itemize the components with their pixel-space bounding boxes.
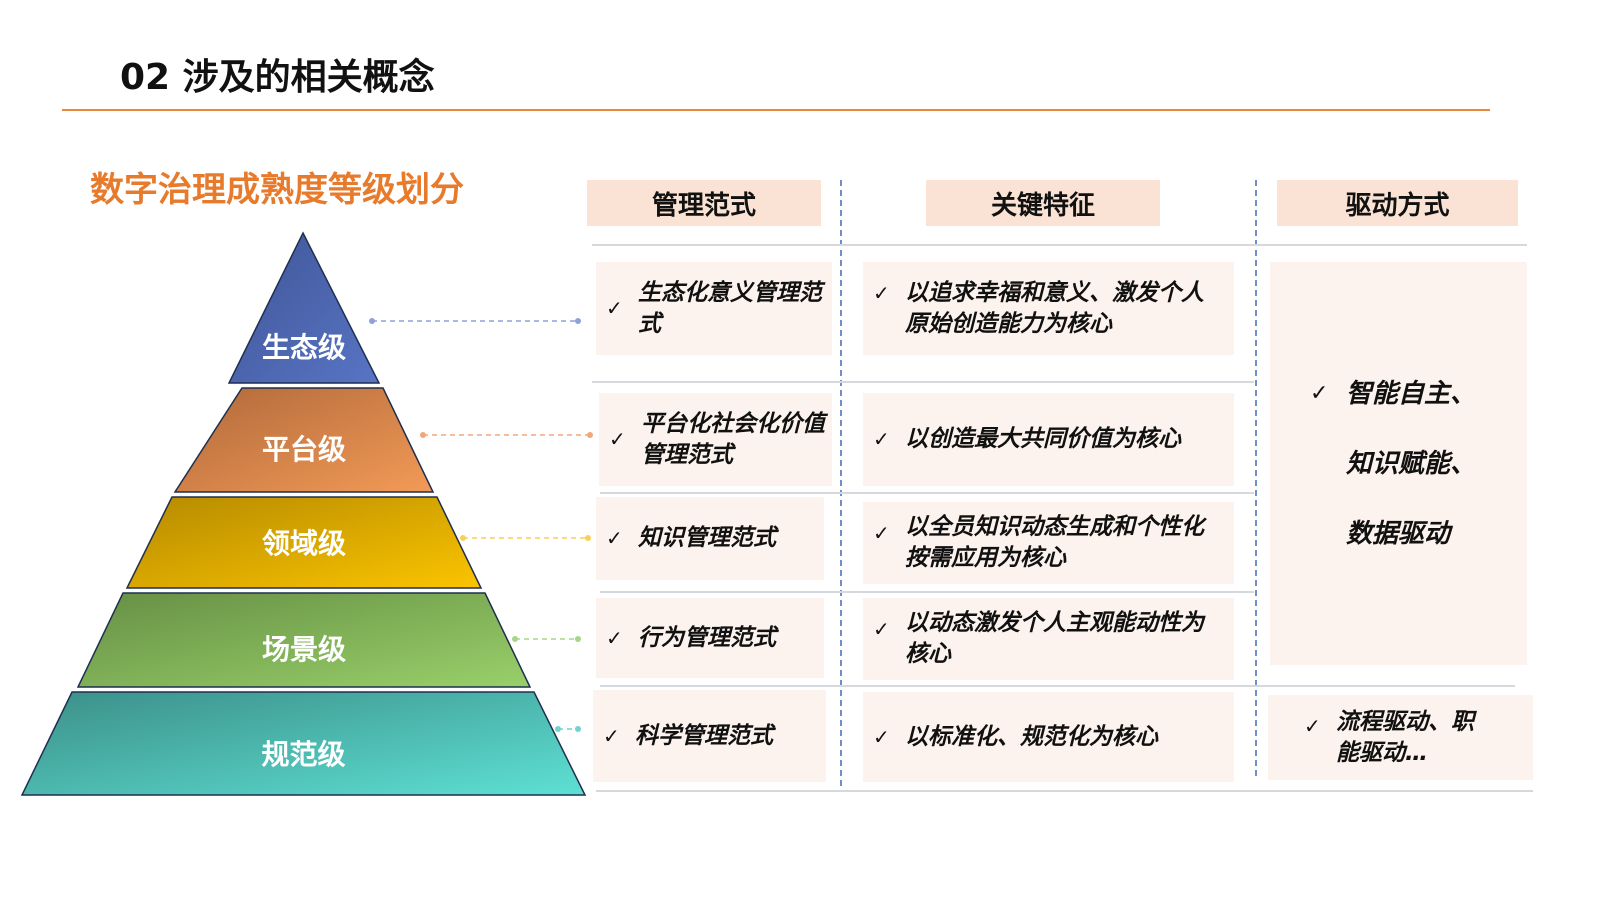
paradigm-cell-text: 科学管理范式 (635, 722, 773, 749)
pyramid-tier-label: 平台级 (262, 433, 346, 466)
feature-cell: ✓ 以追求幸福和意义、激发个人原始创造能力为核心 (863, 262, 1234, 355)
column-header-drivers: 驱动方式 (1277, 180, 1518, 226)
paradigm-cell-text: 生态化意义管理范式 (638, 279, 822, 337)
pyramid-tier (125, 496, 483, 589)
connector-dot (369, 318, 375, 324)
row-divider (592, 381, 1254, 383)
driver-cell-upper: ✓ 智能自主、 知识赋能、 数据驱动 (1270, 262, 1527, 665)
title-divider (62, 109, 1490, 111)
column-divider (840, 180, 842, 786)
driver-text: 知识赋能、 (1346, 448, 1477, 479)
driver-text: 数据驱动 (1346, 518, 1451, 549)
driver-text: 智能自主、 (1346, 378, 1477, 409)
paradigm-cell-text: 平台化社会化价值管理范式 (641, 410, 825, 468)
check-icon: ✓ (873, 617, 890, 641)
feature-cell-text: 以动态激发个人主观能动性为核心 (905, 610, 1204, 667)
pyramid-tier-label: 领域级 (262, 527, 346, 560)
row-divider (600, 685, 1515, 687)
paradigm-cell: ✓ 生态化意义管理范式 (596, 262, 832, 355)
feature-cell-text: 以创造最大共同价值为核心 (905, 426, 1181, 452)
check-icon: ✓ (606, 526, 623, 550)
feature-cell-text: 以标准化、规范化为核心 (905, 723, 1158, 750)
connector-dot (512, 636, 518, 642)
paradigm-cell: ✓ 科学管理范式 (593, 690, 826, 782)
column-divider (1255, 180, 1257, 776)
feature-cell: ✓ 以标准化、规范化为核心 (863, 692, 1234, 782)
row-divider (600, 591, 1254, 593)
paradigm-cell-text: 行为管理范式 (638, 624, 776, 651)
feature-cell-text: 以全员知识动态生成和个性化按需应用为核心 (905, 514, 1204, 571)
paradigm-cell: ✓ 平台化社会化价值管理范式 (599, 393, 832, 486)
page-title: 02 涉及的相关概念 (120, 57, 435, 98)
check-icon: ✓ (609, 427, 626, 451)
paradigm-cell-text: 知识管理范式 (638, 525, 776, 551)
check-icon: ✓ (606, 625, 623, 650)
driver-cell-lower: ✓ 流程驱动、职能驱动… (1268, 695, 1533, 780)
check-icon: ✓ (873, 427, 890, 451)
pyramid-tier (76, 592, 532, 688)
check-icon: ✓ (873, 281, 890, 305)
connector-dot (460, 535, 466, 541)
connector-dot (575, 318, 581, 324)
feature-cell-text: 以追求幸福和意义、激发个人原始创造能力为核心 (905, 279, 1204, 337)
pyramid-tier (227, 231, 381, 384)
connector-dot (420, 432, 426, 438)
connector-dot (555, 726, 561, 732)
paradigm-cell: ✓ 行为管理范式 (596, 598, 824, 678)
row-divider (592, 244, 1527, 246)
pyramid-tier (20, 691, 587, 796)
connector-dot (575, 726, 581, 732)
pyramid-tier-label: 生态级 (262, 331, 346, 364)
row-divider (600, 492, 1254, 494)
column-header-features: 关键特征 (926, 180, 1160, 226)
driver-text: 流程驱动、职能驱动… (1336, 708, 1474, 766)
check-icon: ✓ (603, 723, 620, 748)
paradigm-cell: ✓ 知识管理范式 (596, 497, 824, 580)
row-divider (596, 790, 1533, 792)
section-subtitle: 数字治理成熟度等级划分 (90, 170, 464, 210)
check-icon: ✓ (873, 521, 890, 545)
check-icon: ✓ (1304, 714, 1321, 738)
connector-dot (585, 535, 591, 541)
column-header-paradigm: 管理范式 (587, 180, 821, 226)
feature-cell: ✓ 以动态激发个人主观能动性为核心 (863, 598, 1234, 680)
pyramid-tier (173, 387, 435, 493)
pyramid-tier-label: 场景级 (262, 633, 346, 666)
check-icon: ✓ (1310, 380, 1329, 406)
check-icon: ✓ (606, 296, 623, 320)
connector-dot (575, 636, 581, 642)
feature-cell: ✓ 以全员知识动态生成和个性化按需应用为核心 (863, 502, 1234, 584)
connector-dot (587, 432, 593, 438)
check-icon: ✓ (873, 724, 890, 749)
feature-cell: ✓ 以创造最大共同价值为核心 (863, 393, 1234, 486)
pyramid-tier-label: 规范级 (261, 738, 345, 771)
